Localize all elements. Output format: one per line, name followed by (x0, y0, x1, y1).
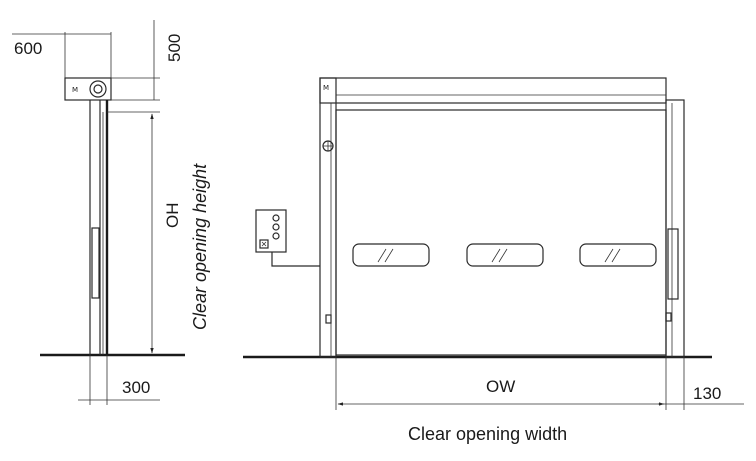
front-right-window-slot (667, 228, 679, 300)
dim-130-label: 130 (693, 384, 721, 403)
caption-clear-opening-width: Clear opening width (408, 424, 567, 444)
control-cable (271, 252, 320, 267)
vision-window-2 (466, 243, 544, 267)
sensor-icon (322, 140, 334, 152)
dim-ow-label: OW (486, 377, 515, 396)
control-box (255, 209, 287, 253)
front-motor-label: M (323, 84, 329, 92)
side-window-slot (91, 227, 100, 299)
side-motor-box (64, 77, 112, 101)
front-header-box (319, 77, 667, 104)
side-view: M 600 500 OH Clear opening height 3 (12, 20, 210, 405)
dim-oh-label: OH (163, 203, 182, 229)
caption-clear-opening-height: Clear opening height (190, 163, 210, 330)
front-curtain-panel (335, 109, 667, 356)
vision-window-1 (352, 243, 430, 267)
vision-window-3 (579, 243, 657, 267)
front-right-latch (665, 312, 672, 322)
side-motor-label: M (72, 86, 78, 94)
dim-500-label: 500 (165, 34, 184, 62)
front-view: M (243, 77, 744, 444)
roller-drum-icon (89, 80, 107, 98)
front-left-latch (325, 314, 332, 324)
dim-600-label: 600 (14, 39, 42, 58)
dim-300-label: 300 (122, 378, 150, 397)
